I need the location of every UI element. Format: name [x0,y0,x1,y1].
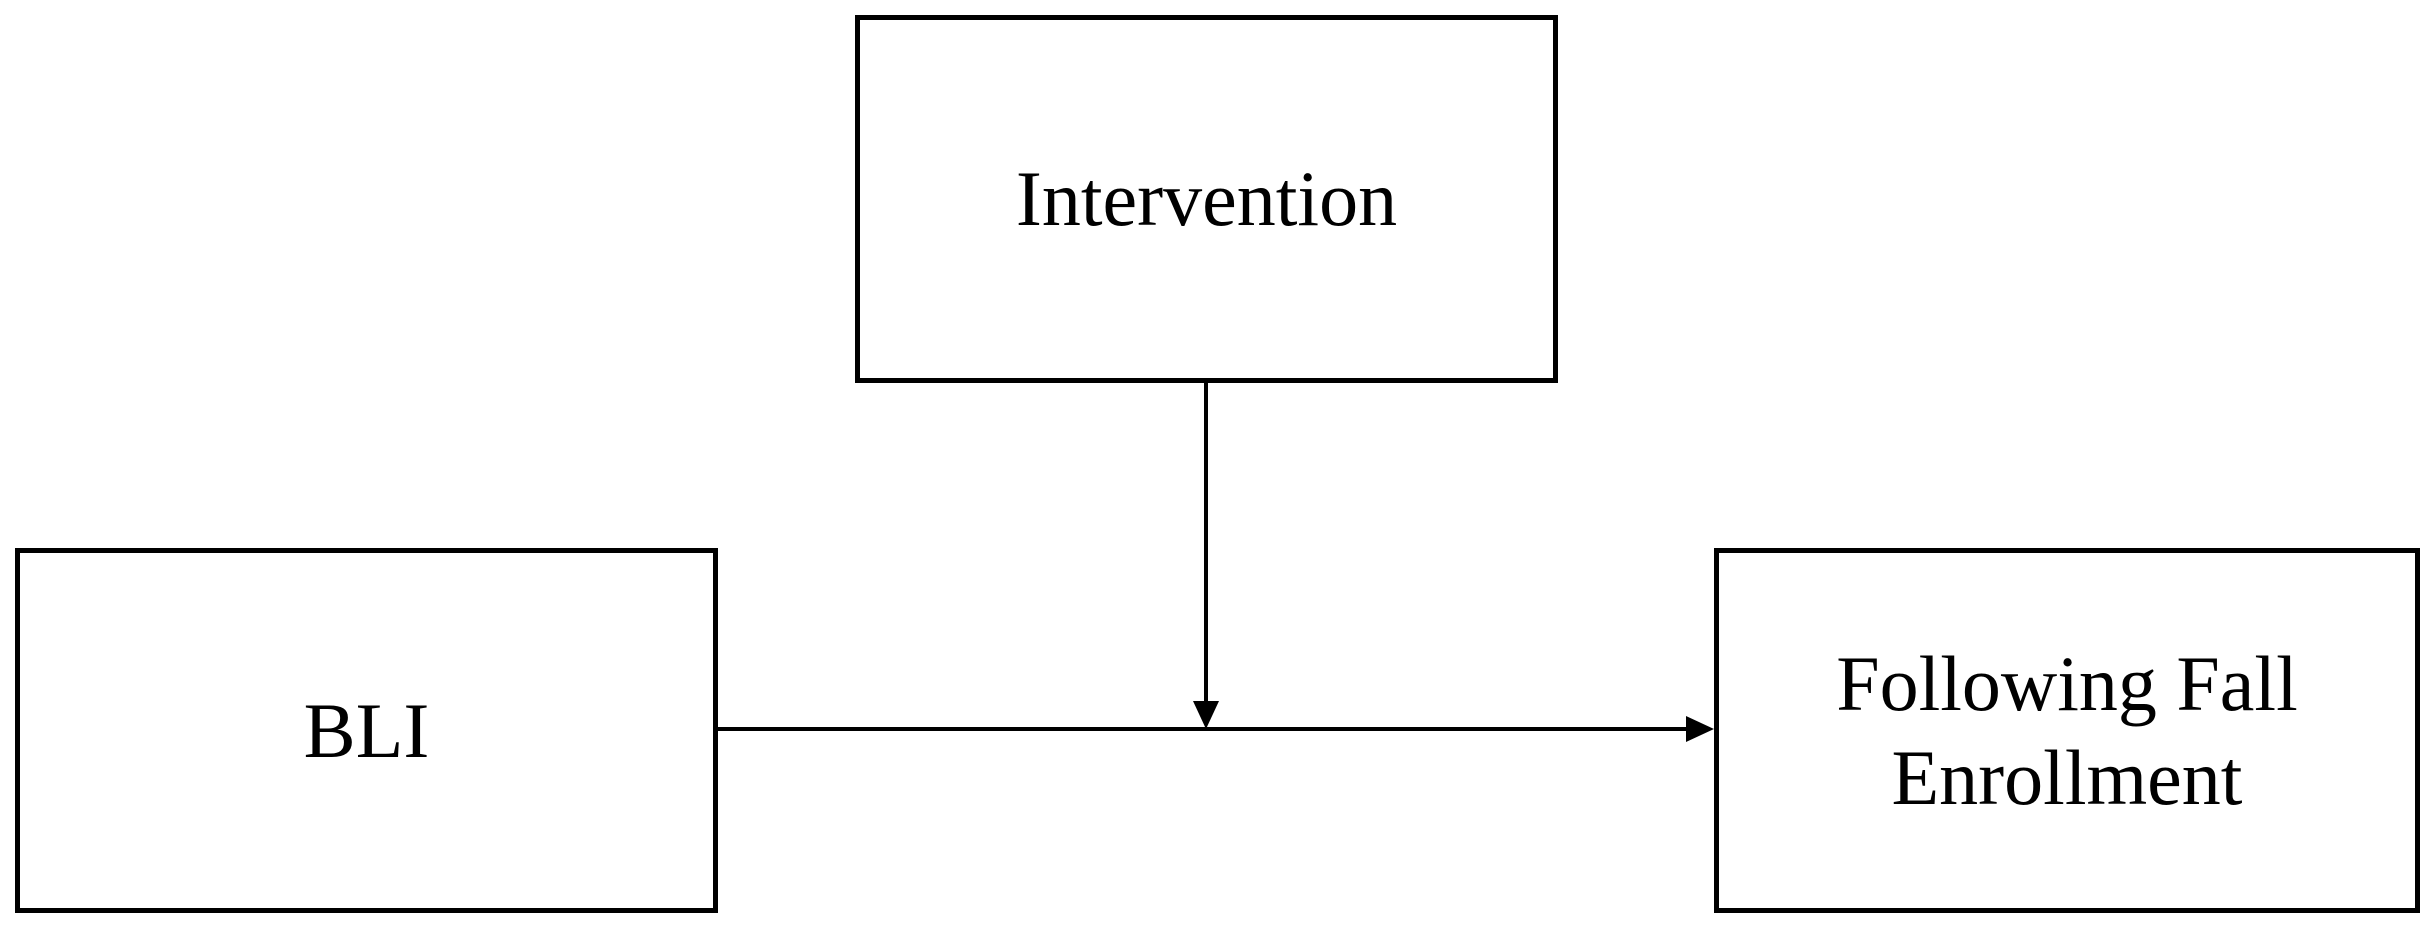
node-intervention-label: Intervention [1015,155,1398,243]
node-bli: BLI [15,548,718,913]
node-outcome-label-line1: Following Fall [1836,639,2298,727]
node-bli-label: BLI [303,686,430,774]
node-following-fall-enrollment: Following Fall Enrollment [1714,548,2420,913]
arrowhead-bli-to-outcome [1686,716,1714,742]
node-intervention: Intervention [855,15,1558,383]
node-outcome-label-line2: Enrollment [1891,733,2243,821]
arrowhead-intervention-to-path [1193,701,1219,729]
